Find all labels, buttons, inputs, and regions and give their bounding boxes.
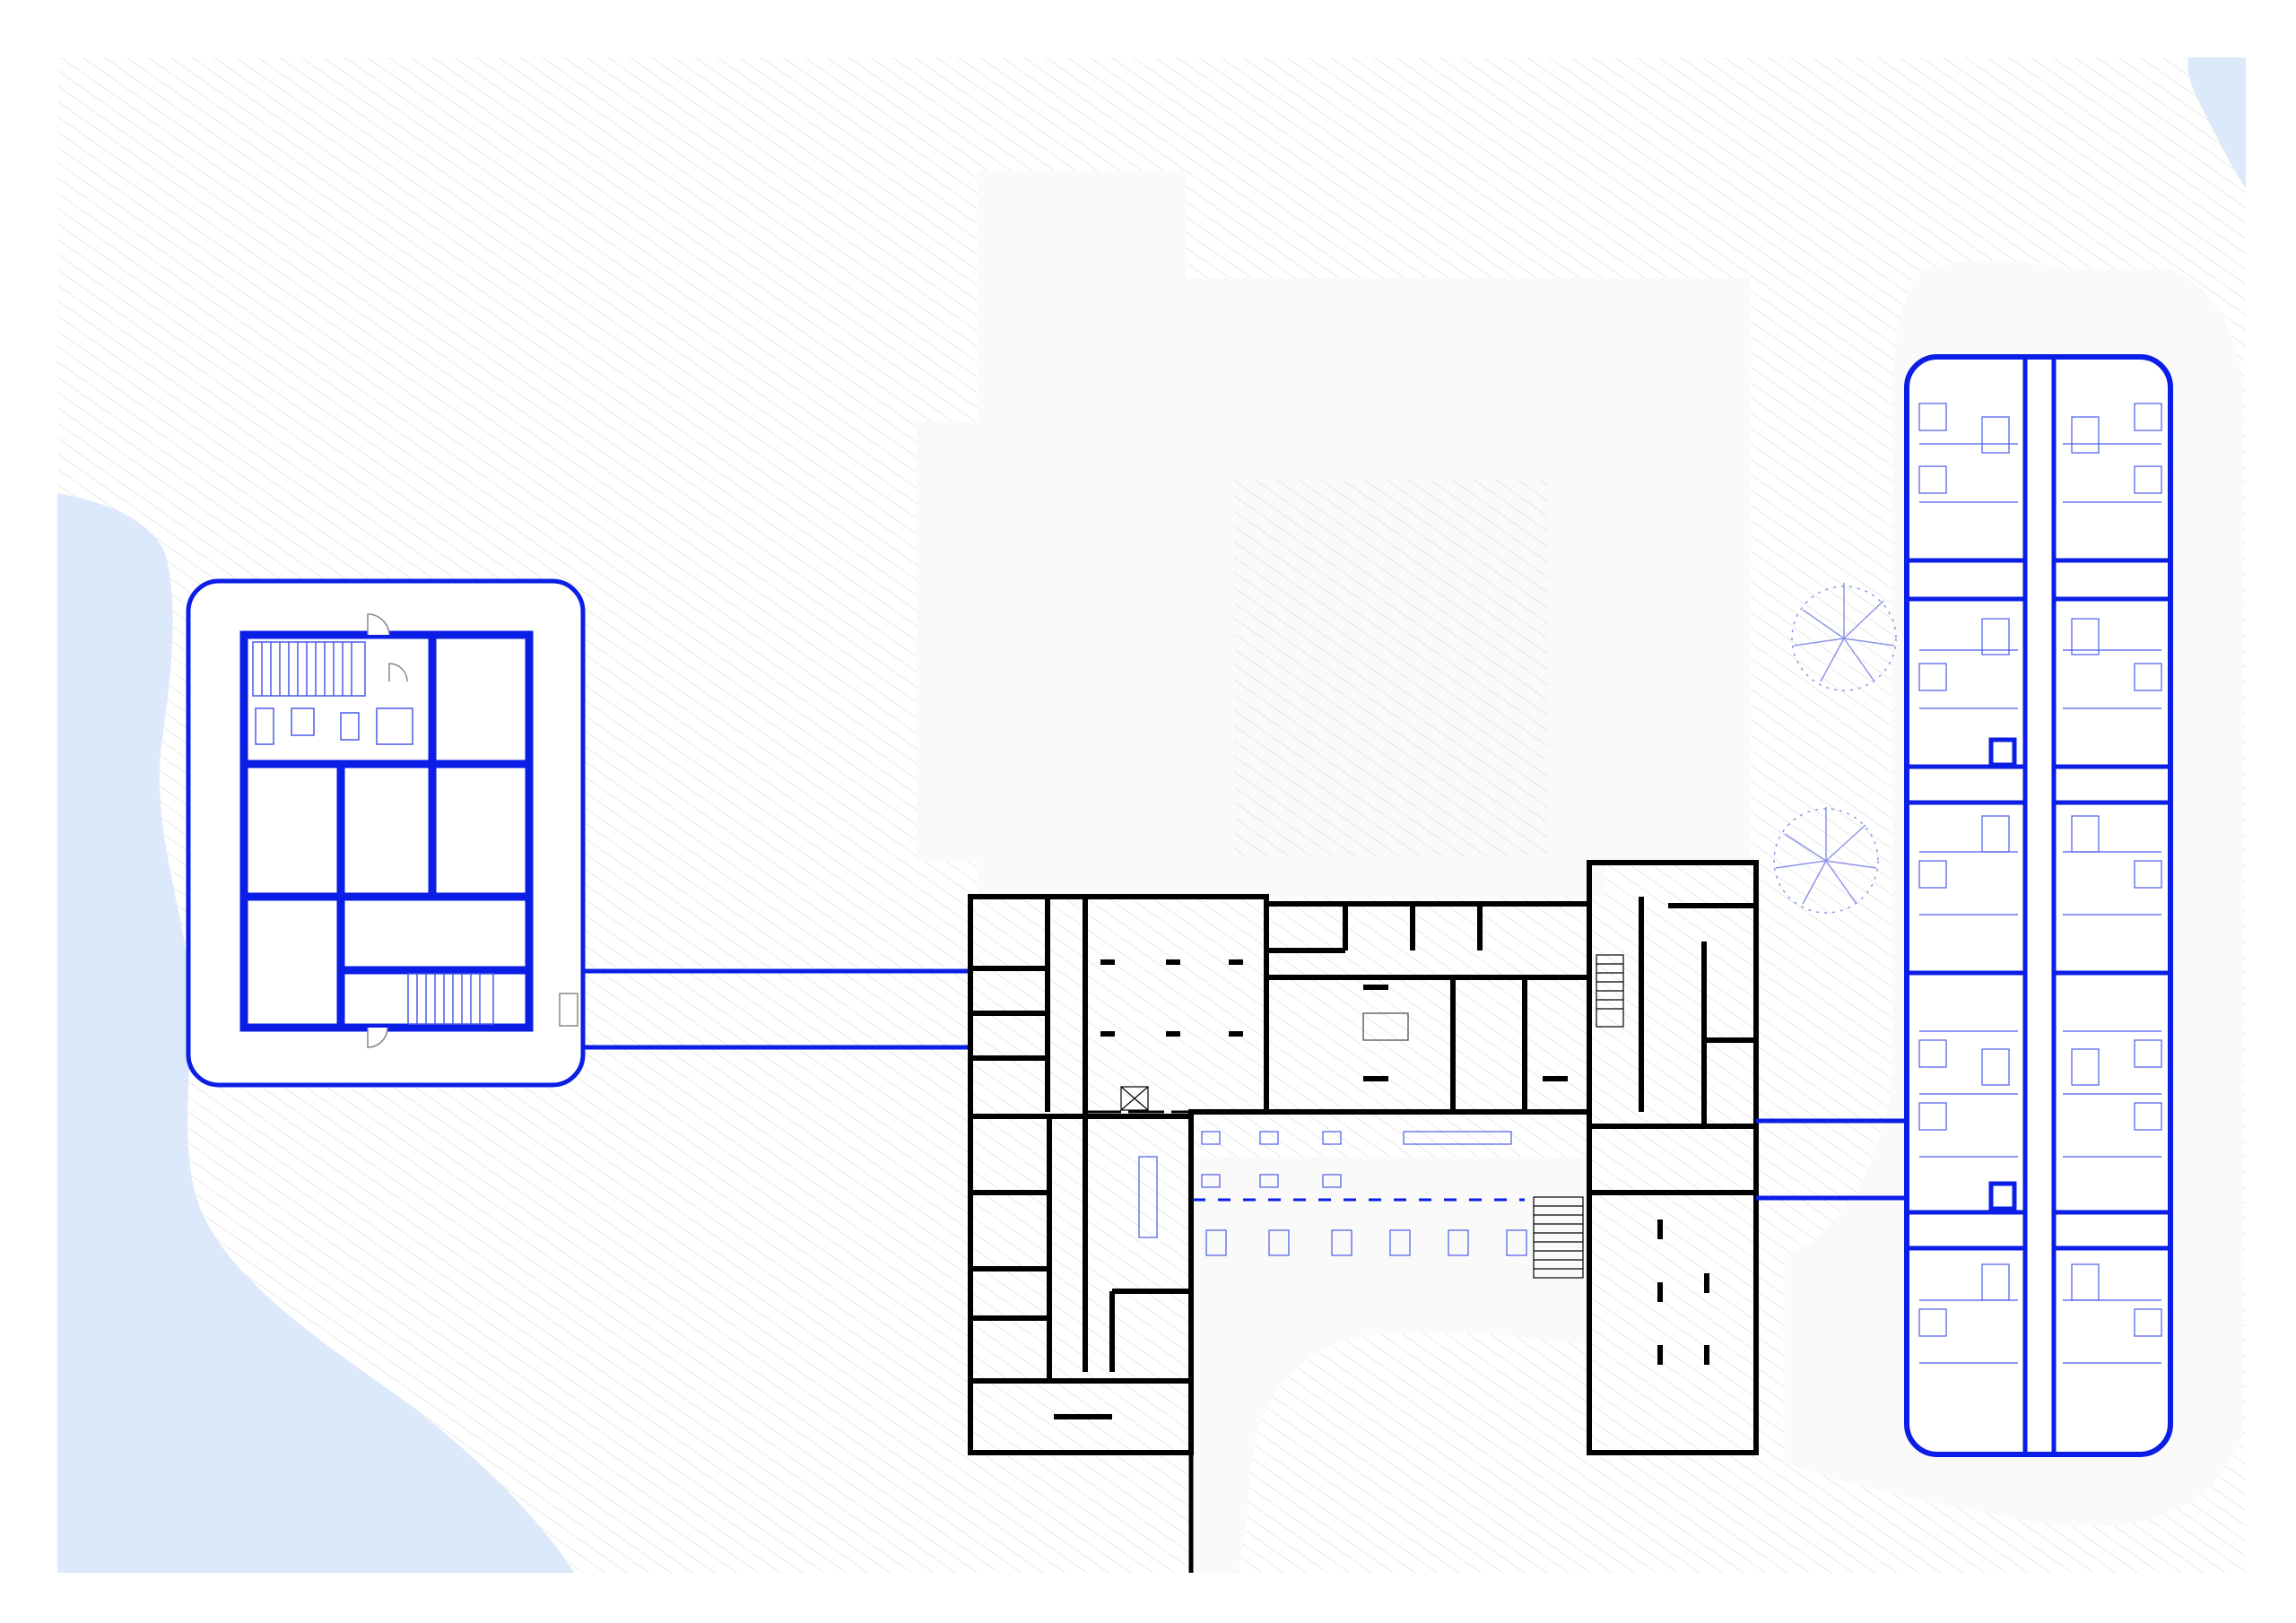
tree-lower (1773, 807, 1879, 914)
tree-upper (1791, 583, 1897, 691)
central-columns (1100, 959, 1709, 1365)
residential-outline (1904, 354, 2173, 1457)
unit-dividers (1907, 558, 2170, 1251)
pavilion-doors (367, 613, 578, 1048)
central-hall-furniture (1138, 1012, 1527, 1256)
central-building (968, 860, 1759, 1573)
pavilion-walls (239, 630, 534, 1032)
pavilion-terrace (186, 578, 586, 1088)
connector-east (1756, 1118, 1907, 1201)
east-residential-block (1904, 354, 2173, 1457)
west-pavilion (186, 578, 586, 1088)
connector-west (583, 968, 970, 1050)
pavilion-stairs (252, 641, 494, 1025)
water-left (57, 493, 574, 1573)
unit-interiors (1918, 403, 2162, 1364)
trees (1773, 583, 1897, 914)
lower-clear-area (1193, 1157, 1587, 1573)
water-top-right (2187, 57, 2246, 188)
central-stairs (1120, 954, 1624, 1279)
courtyard-void (1234, 480, 1548, 856)
pavilion-fixtures (255, 707, 413, 745)
